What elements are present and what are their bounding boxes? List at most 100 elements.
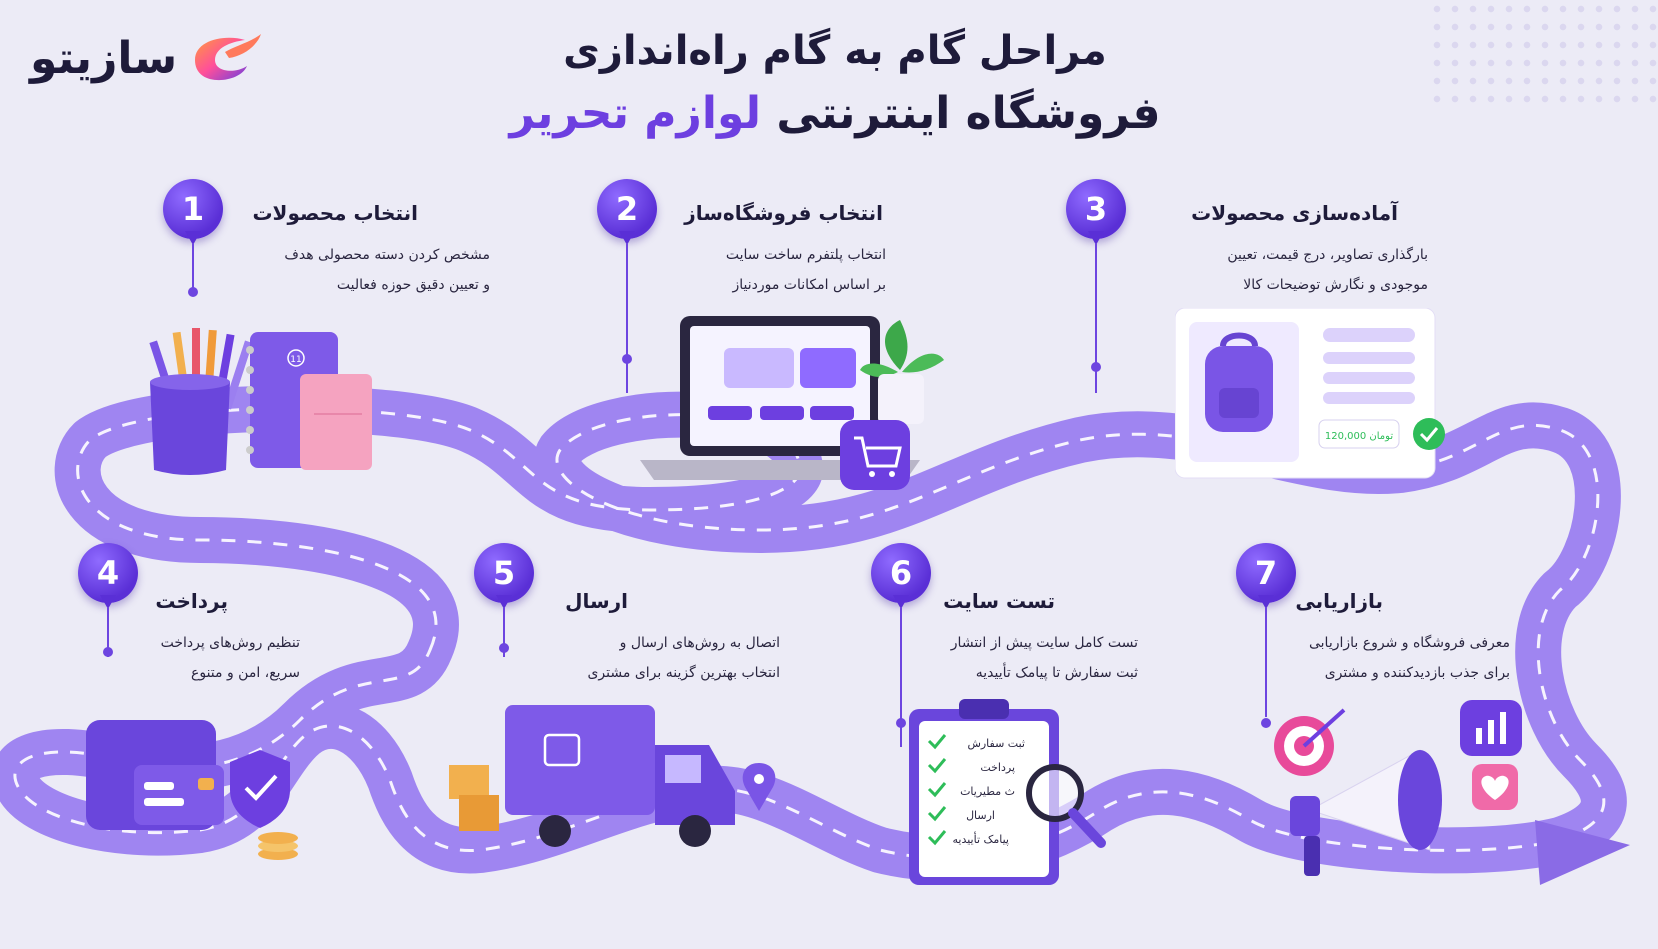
checklist-item-3: ث مطیریات xyxy=(960,785,1015,798)
pin-stem xyxy=(503,607,505,657)
pin-dot xyxy=(896,718,906,728)
step-4-desc-line-1: تنظیم روش‌های پرداخت xyxy=(160,635,300,651)
pin-tip xyxy=(619,231,635,245)
road-arrow-head xyxy=(1535,820,1630,885)
laptop-illustration xyxy=(640,316,944,490)
step-2-desc-line-1: انتخاب پلتفرم ساخت سایت xyxy=(725,247,886,263)
payment-illustration xyxy=(86,720,298,860)
title-accent: لوازم تحریر xyxy=(509,88,762,139)
pin-dot xyxy=(103,647,113,657)
pin-stem xyxy=(192,243,194,293)
truck-wheel xyxy=(679,815,711,847)
step-1-title: انتخاب محصولات xyxy=(252,201,418,225)
truck-wheel xyxy=(539,815,571,847)
pin-tip xyxy=(1088,231,1104,245)
checklist-item-2: پرداخت xyxy=(980,761,1015,774)
pin-dot xyxy=(622,354,632,364)
step-5-title: ارسال xyxy=(565,589,628,613)
step-3-desc-line-2: موجودی و نگارش توضیحات کالا xyxy=(1243,277,1428,293)
product-card-illustration: 120,000 تومان xyxy=(1175,308,1445,479)
plant-icon xyxy=(860,320,944,424)
step-4-desc-line-2: سریع، امن و متنوع xyxy=(190,665,300,681)
title-line-1: مراحل گام به گام راه‌اندازی xyxy=(563,28,1107,74)
step-number: 5 xyxy=(474,543,534,603)
pin-dot xyxy=(1261,718,1271,728)
step-6-desc-line-2: ثبت سفارش تا پیامک تأییدیه xyxy=(975,665,1138,681)
step-4-title: پرداخت xyxy=(155,589,228,613)
step-number: 7 xyxy=(1236,543,1296,603)
pin-tip xyxy=(1258,595,1274,609)
step-2-desc-line-2: بر اساس امکانات موردنیاز xyxy=(732,277,886,293)
target-icon xyxy=(1274,708,1346,776)
step-5-desc-line-2: انتخاب بهترین گزینه برای مشتری xyxy=(587,665,780,681)
check-icon xyxy=(1419,427,1439,443)
pin-stem xyxy=(107,607,109,657)
title-line-2: فروشگاه اینترنتی لوازم تحریر xyxy=(420,88,1250,139)
shipping-illustration xyxy=(449,705,776,847)
coins-icon xyxy=(258,832,298,860)
bar-chart-icon xyxy=(1476,712,1506,744)
stationery-illustration: 11 xyxy=(149,328,372,475)
logo-text: سازیتو xyxy=(30,32,178,84)
pin-tip xyxy=(893,595,909,609)
checklist-item-1: ثبت سفارش xyxy=(967,737,1025,750)
step-5-desc-line-1: اتصال به روش‌های ارسال و xyxy=(619,635,780,651)
checklist-illustration: ثبت سفارش پرداخت ث مطیریات ارسال پیامک ت… xyxy=(909,699,1106,885)
checklist-item-4: ارسال xyxy=(966,809,995,822)
step-7-desc-line-2: برای جذب بازدیدکننده و مشتری xyxy=(1324,665,1510,681)
credit-card-icon xyxy=(134,765,224,825)
shopping-cart-icon xyxy=(854,436,902,468)
step-2-description: انتخاب پلتفرم ساخت سایت بر اساس امکانات … xyxy=(726,240,886,300)
step-7-title: بازاریابی xyxy=(1295,589,1383,613)
pencil-cup xyxy=(150,382,230,475)
step-number: 2 xyxy=(597,179,657,239)
notebook-number: 11 xyxy=(290,355,301,365)
step-number: 6 xyxy=(871,543,931,603)
step-4-description: تنظیم روش‌های پرداخت سریع، امن و متنوع xyxy=(161,628,300,688)
decorative-dots xyxy=(1428,0,1658,110)
pin-stem xyxy=(900,607,902,747)
notebook-pink xyxy=(300,374,372,470)
location-pin-icon xyxy=(742,763,776,811)
boxes-icon xyxy=(449,765,499,831)
step-6-description: تست کامل سایت پیش از انتشار ثبت سفارش تا… xyxy=(951,628,1138,688)
step-5-description: اتصال به روش‌های ارسال و انتخاب بهترین گ… xyxy=(587,628,780,688)
swirl-logo-icon xyxy=(195,34,262,81)
price-text: 120,000 تومان xyxy=(1325,431,1393,442)
pin-dot xyxy=(188,287,198,297)
step-2-title: انتخاب فروشگاه‌ساز xyxy=(684,201,883,225)
step-6-desc-line-1: تست کامل سایت پیش از انتشار xyxy=(950,635,1138,651)
shield-icon xyxy=(230,750,290,828)
step-1-desc-line-2: و تعیین دقیق حوزه فعالیت xyxy=(336,277,490,293)
price-tag xyxy=(1318,419,1400,449)
step-1-desc-line-1: مشخص کردن دسته محصولی هدف xyxy=(284,247,490,263)
backpack-icon xyxy=(1205,332,1273,432)
title-main: فروشگاه اینترنتی xyxy=(776,88,1161,139)
step-3-desc-line-1: بارگذاری تصاویر، درج قیمت، تعیین xyxy=(1227,247,1428,263)
pin-stem xyxy=(1265,607,1267,717)
marketing-illustration xyxy=(1274,700,1522,876)
checklist-items: ثبت سفارش پرداخت ث مطیریات ارسال پیامک ت… xyxy=(927,734,1025,846)
pin-dot xyxy=(1091,362,1101,372)
pin-tip xyxy=(496,595,512,609)
step-1-description: مشخص کردن دسته محصولی هدف و تعیین دقیق ح… xyxy=(284,240,490,300)
magnifier-icon xyxy=(1026,764,1106,848)
pin-stem xyxy=(626,243,628,393)
step-7-description: معرفی فروشگاه و شروع بازاریابی برای جذب … xyxy=(1309,628,1510,688)
megaphone-icon xyxy=(1290,749,1442,876)
heart-icon xyxy=(1481,775,1509,800)
step-3-description: بارگذاری تصاویر، درج قیمت، تعیین موجودی … xyxy=(1227,240,1428,300)
pin-dot xyxy=(499,643,509,653)
step-number: 1 xyxy=(163,179,223,239)
pin-stem xyxy=(1095,243,1097,393)
brand-logo[interactable]: سازیتو xyxy=(30,30,265,86)
pin-tip xyxy=(185,231,201,245)
pin-tip xyxy=(100,595,116,609)
step-number: 3 xyxy=(1066,179,1126,239)
checklist-item-5: پیامک تأییدیه xyxy=(953,831,1010,846)
step-6-title: تست سایت xyxy=(943,589,1055,613)
step-7-desc-line-1: معرفی فروشگاه و شروع بازاریابی xyxy=(1308,635,1510,651)
step-3-title: آماده‌سازی محصولات xyxy=(1191,201,1398,225)
step-number: 4 xyxy=(78,543,138,603)
